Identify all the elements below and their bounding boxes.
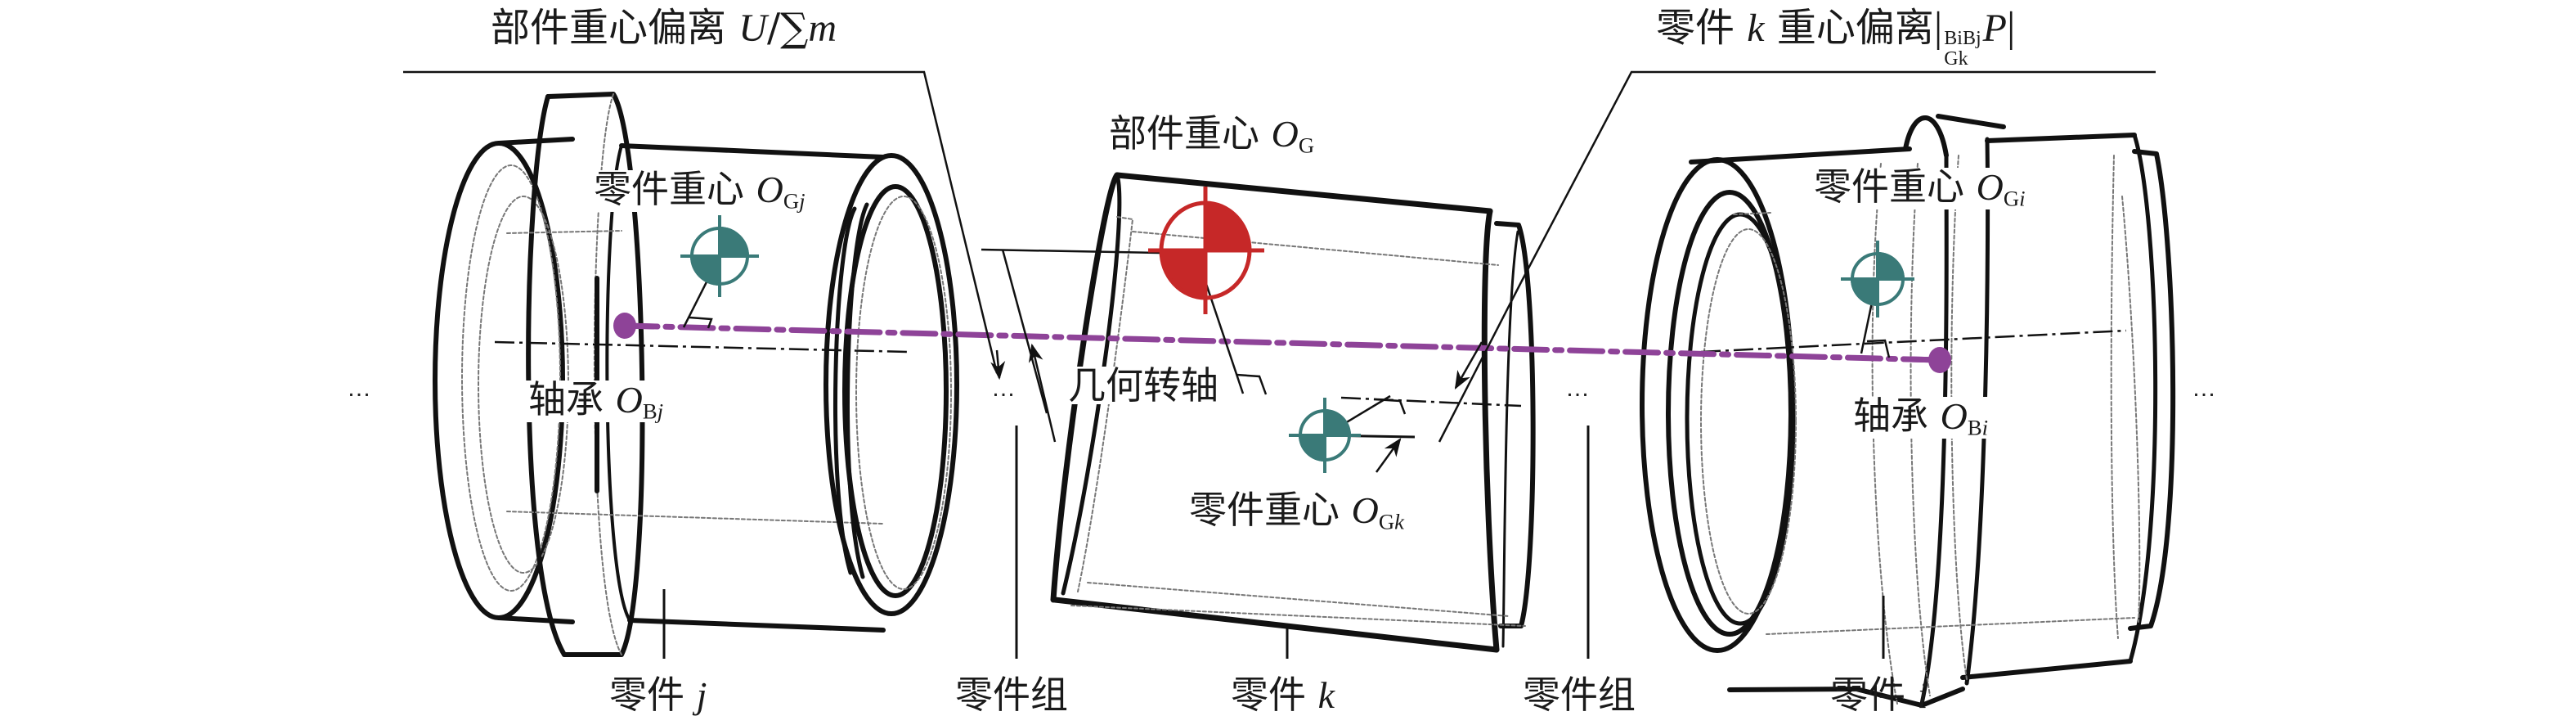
assembly-offset-label: 部件重心偏离 U/∑m bbox=[491, 5, 837, 51]
bottom-callout-lines bbox=[662, 426, 1885, 659]
cg-quadrant-fill bbox=[1325, 409, 1351, 435]
part-k-cg-marker bbox=[1289, 398, 1361, 473]
bearing-i-label: 轴承 OBi bbox=[1848, 397, 1994, 439]
bearing-j-dot bbox=[613, 313, 636, 339]
part-i-cg-label: 零件重心 OGi bbox=[1809, 168, 2031, 210]
cg-quadrant-fill bbox=[690, 256, 720, 286]
ellipsis-left-gap: … bbox=[991, 375, 1021, 402]
bottom-label-part-i: 零件 i bbox=[1830, 673, 1928, 717]
geometric-axis-label: 几何转轴 bbox=[1063, 367, 1223, 404]
part-k-cg-label: 零件重心 OGk bbox=[1184, 491, 1409, 534]
cg-quadrant-fill bbox=[1299, 435, 1325, 462]
part-local-axes bbox=[494, 329, 2127, 408]
bottom-label-part-group-left: 零件组 bbox=[955, 673, 1068, 717]
ellipsis-far-right: … bbox=[2192, 375, 2221, 402]
ellipsis-far-left: … bbox=[347, 375, 376, 402]
part-j-cg-label: 零件重心 OGj bbox=[589, 170, 810, 213]
assembly-cg-label: 部件重心 OG bbox=[1104, 115, 1320, 157]
leader-lines bbox=[403, 70, 2156, 473]
bottom-label-part-j: 零件 j bbox=[609, 673, 707, 717]
bottom-label-part-k: 零件 k bbox=[1231, 673, 1335, 717]
ellipsis-right-gap: … bbox=[1565, 375, 1595, 402]
cg-quadrant-fill bbox=[720, 227, 749, 256]
bottom-label-part-group-right: 零件组 bbox=[1523, 673, 1636, 717]
bearing-i-dot bbox=[1928, 347, 1951, 373]
cg-quadrant-fill bbox=[1851, 279, 1878, 306]
assembly-cg-marker bbox=[1148, 187, 1264, 314]
part-i-cg-marker bbox=[1841, 241, 1914, 317]
part-j-cg-marker bbox=[680, 215, 759, 297]
cg-quadrant-fill bbox=[1878, 252, 1905, 279]
part-k-cylinder bbox=[1050, 172, 1536, 653]
geometric-axis-line bbox=[613, 313, 1951, 373]
bearing-j-label: 轴承 OBj bbox=[523, 381, 669, 423]
